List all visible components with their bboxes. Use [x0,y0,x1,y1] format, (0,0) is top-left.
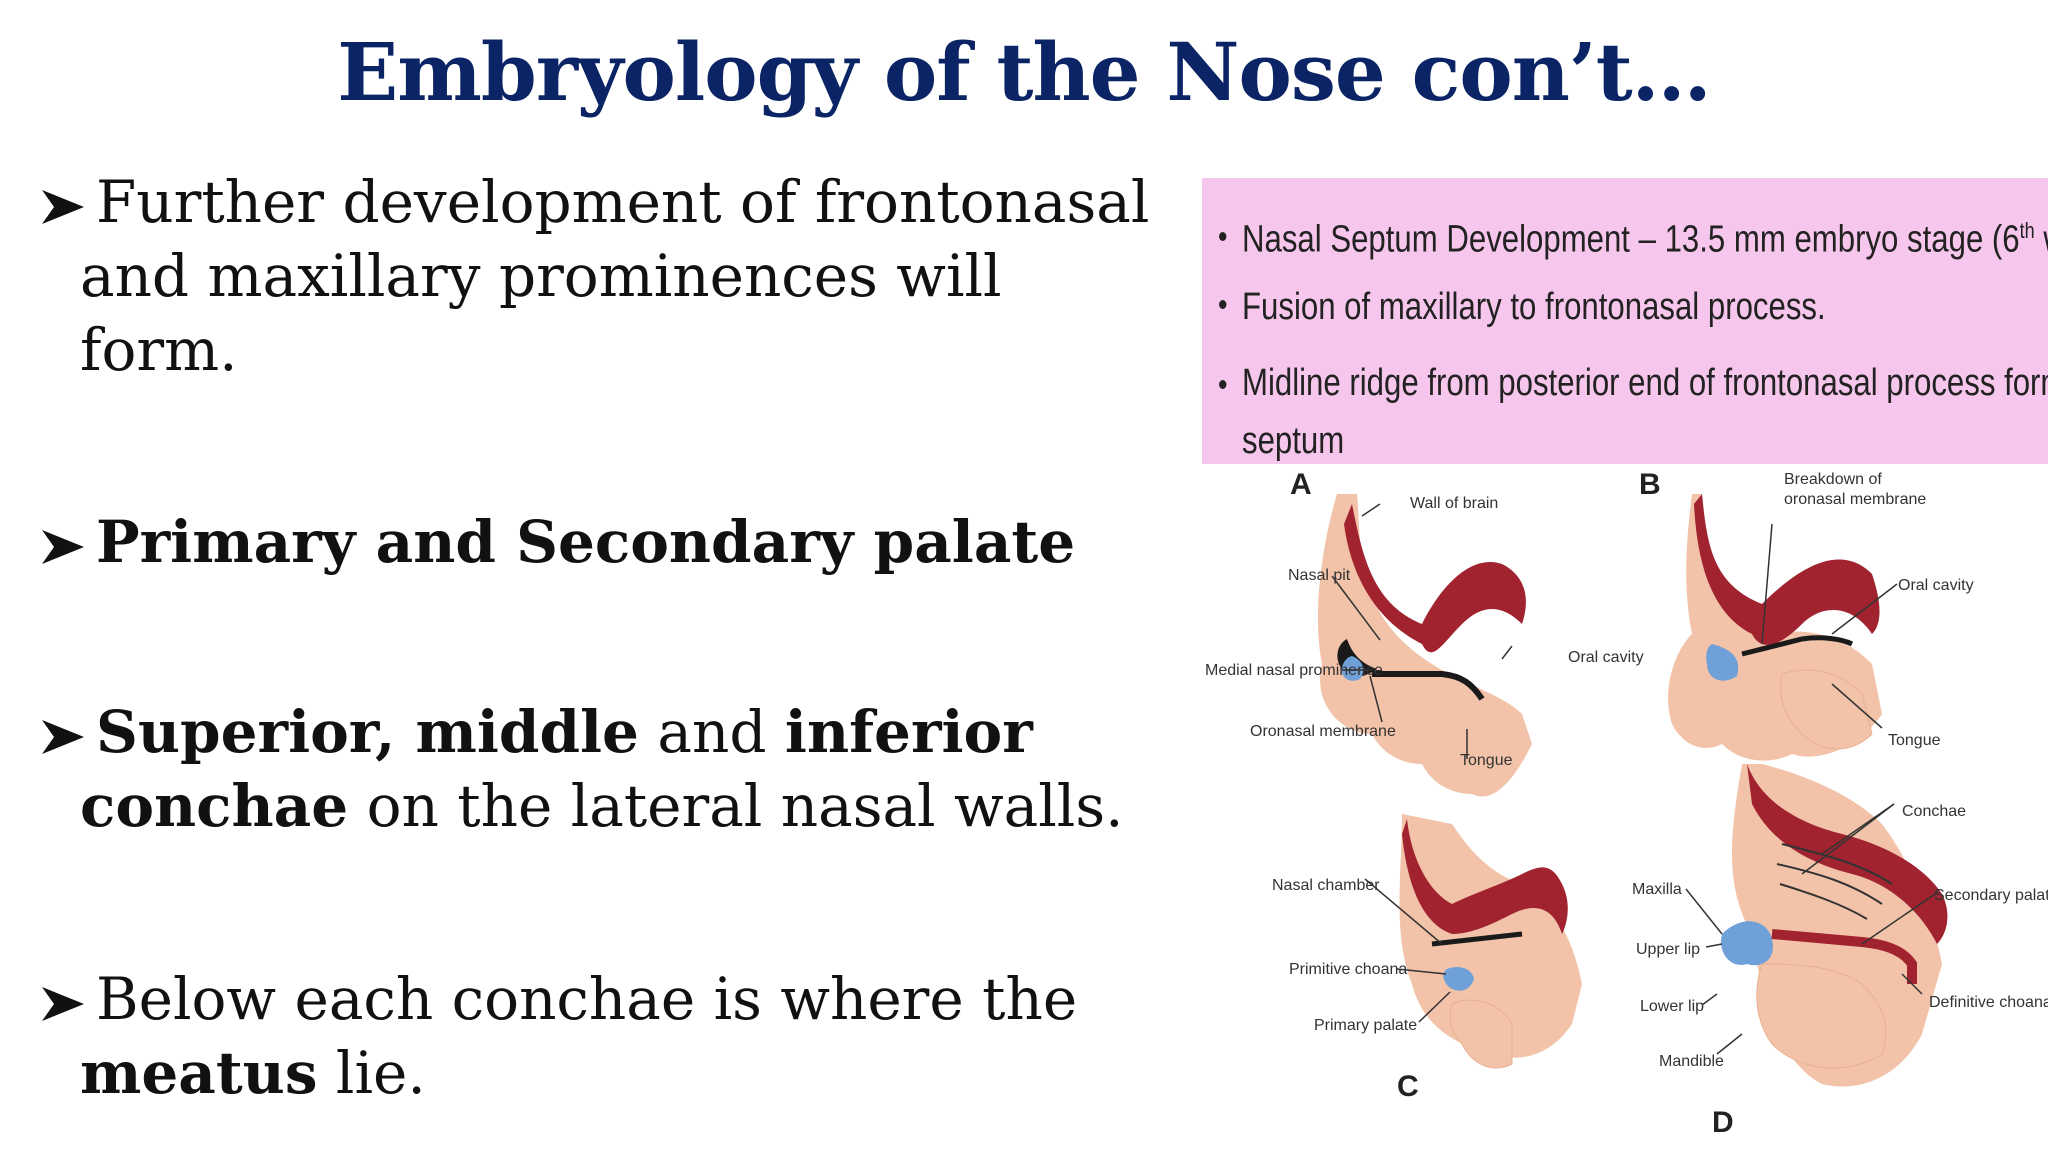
label-maxilla: Maxilla [1632,881,1682,898]
label-upper-lip: Upper lip [1636,941,1700,958]
arrow-bullet-icon [42,530,84,564]
arrow-bullet-icon [42,987,84,1021]
bullet-text: conchae on the lateral nasal walls. [40,769,1124,843]
bullet-item: Further development of frontonasal and m… [40,165,1149,387]
diagram-panel-d [1721,764,1948,1087]
label-tongue-b: Tongue [1888,732,1941,749]
panel-item: Midline ridge from posterior end of fron… [1219,354,2048,470]
diagram-panel-a [1317,494,1532,797]
label-breakdown-1: Breakdown of [1784,471,1882,488]
panel-item-text: Nasal Septum Development – 13.5 mm embry… [1242,218,2020,261]
label-nasal-pit: Nasal pit [1288,567,1351,584]
label-oral-cavity-a: Oral cavity [1568,649,1644,666]
panel-item-text: week) [2035,219,2048,261]
septum-info-panel: Nasal Septum Development – 13.5 mm embry… [1202,178,2048,464]
nasal-development-figure: A B C D Wall of brain Nasal pit Medial n… [1202,464,2048,1152]
label-mandible: Mandible [1659,1053,1724,1070]
bullet-item: Superior, middle and inferior conchae on… [40,695,1124,843]
bullet-text: Primary and Secondary palate [96,508,1076,576]
panel-letter-c: C [1397,1070,1419,1103]
bullet-text: and maxillary prominences will [80,242,1002,310]
panel-item: Fusion of maxillary to frontonasal proce… [1219,286,1826,329]
bullet-text: Further development of frontonasal [96,168,1150,236]
superscript: th [2019,218,2035,243]
panel-item-text: Fusion of maxillary to frontonasal proce… [1242,286,1826,328]
label-oral-cavity-b: Oral cavity [1898,577,1974,594]
arrow-bullet-icon [42,720,84,754]
bullet-item: Primary and Secondary palate [40,505,1075,579]
label-tongue-a: Tongue [1460,752,1513,769]
bold-text: meatus [80,1039,318,1107]
embryo-diagram: A B C D Wall of brain Nasal pit Medial n… [1205,468,2048,1139]
label-wall-of-brain: Wall of brain [1410,495,1498,512]
label-definitive-choana: Definitive choana [1929,994,2048,1011]
leader-lines [1331,503,1939,1055]
bullet-dot-icon [1219,232,1227,241]
arrow-bullet-icon [42,190,84,224]
panel-letter-b: B [1639,468,1661,501]
normal-text: lie. [317,1039,426,1107]
bullet-dot-icon [1219,380,1227,389]
panel-letter-d: D [1712,1106,1734,1139]
bullet-text: form. [80,316,238,384]
label-breakdown-2: oronasal membrane [1784,491,1926,508]
label-conchae: Conchae [1902,803,1966,820]
panel-letter-a: A [1290,468,1312,501]
bold-text: Superior, middle [96,698,639,766]
bullet-text: Below each conchae is where the [96,965,1078,1033]
label-medial-nasal-prominence: Medial nasal prominence [1205,662,1383,679]
bold-text: conchae [80,772,349,840]
bullet-dot-icon [1219,300,1227,309]
label-oronasal-membrane: Oronasal membrane [1250,723,1396,740]
label-primary-palate: Primary palate [1314,1017,1417,1034]
slide-title: Embryology of the Nose con’t… [337,25,1711,119]
normal-text: and [638,698,785,766]
bullet-item: Below each conchae is where the meatus l… [40,962,1077,1110]
diagram-panel-c [1399,814,1582,1069]
bullet-text: meatus lie. [40,1036,1077,1110]
label-lower-lip: Lower lip [1640,998,1704,1015]
normal-text: on the lateral nasal walls. [348,772,1124,840]
panel-item-text: septum [1242,420,1345,462]
diagram-panel-b [1668,494,1882,761]
panel-item: Nasal Septum Development – 13.5 mm embry… [1219,218,2048,262]
label-primitive-choana: Primitive choana [1289,961,1407,978]
bullet-text: Superior, middle and inferior [40,695,1124,769]
panel-item-text: Midline ridge from posterior end of fron… [1242,362,2048,404]
label-secondary-palate: Secondary palate [1934,887,2048,904]
bold-text: inferior [784,698,1033,766]
label-nasal-chamber: Nasal chamber [1272,877,1380,894]
